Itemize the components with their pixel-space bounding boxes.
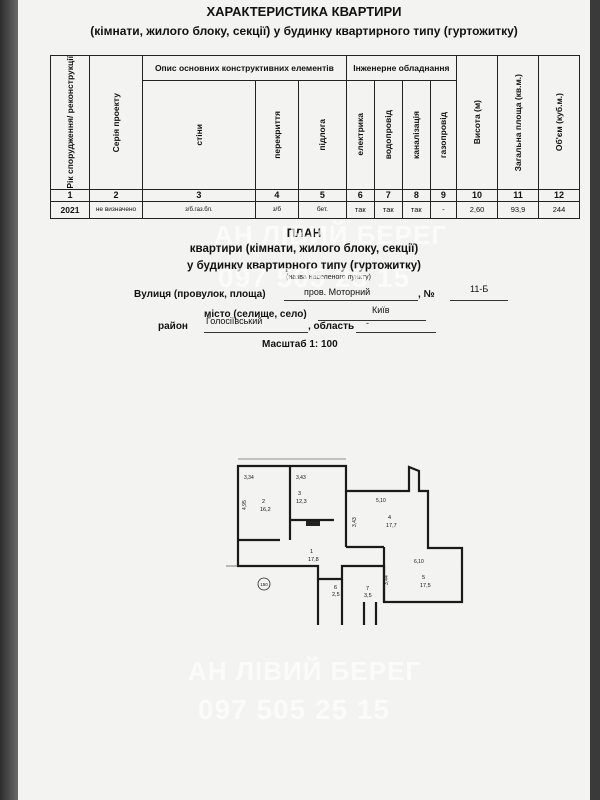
value-area: 93,9: [497, 200, 539, 219]
col-height-header: Висота (м): [456, 55, 498, 190]
dimension-label: 3,43: [352, 517, 358, 527]
value-year: 2021: [50, 200, 90, 219]
dimension-label: 3,43: [296, 475, 306, 481]
col-area-header: Загальна площа (кв.м.): [497, 55, 539, 190]
value-walls: з/б.газ.бл.: [142, 200, 256, 219]
room-area: 17,7: [386, 523, 397, 529]
value-floor: бет.: [298, 200, 347, 219]
street-underline: [284, 300, 418, 301]
values-row: 2021 не визначено з/б.газ.бл. з/б бет. т…: [50, 200, 580, 219]
room-number: 7: [366, 586, 369, 592]
number-label: , №: [418, 289, 435, 300]
plan-subtitle-1: квартири (кімнати, жилого блоку, секції): [189, 243, 419, 255]
value-ceilings: з/б: [254, 200, 300, 219]
room-area: 17,5: [420, 583, 431, 589]
col-walls-header: стіни: [142, 79, 256, 190]
col-sewer-header: каналізація: [401, 79, 431, 190]
city-value: Київ: [372, 305, 390, 315]
district-value: Голосіївський: [206, 316, 263, 326]
fixture-mark: [306, 521, 320, 526]
dimension-label: 3,44: [384, 575, 390, 585]
region-label: , область: [308, 321, 355, 332]
city-underline: [318, 320, 426, 321]
region-underline: [356, 332, 436, 333]
scale-label: Масштаб 1: 100: [262, 339, 338, 350]
value-height: 2,60: [456, 200, 498, 219]
entry-marker: [257, 577, 271, 591]
col-series-header: Серія проекту: [89, 55, 143, 190]
spec-header-row: Рік спорудження/ реконструкції Серія про…: [50, 55, 580, 190]
dimension-label: 3,34: [244, 475, 254, 481]
room-number: 3: [298, 491, 301, 497]
spec-table: Рік спорудження/ реконструкції Серія про…: [50, 55, 580, 219]
room-area: 2,5: [332, 592, 340, 598]
room-labels: 2 16,2 3 12,3 4 17,7 1 17,8 5 17,5 6 2,5…: [260, 491, 431, 599]
plan-note: (назва населеного пункту): [286, 274, 372, 281]
room-number: 2: [262, 499, 265, 505]
outer-wall: [236, 464, 464, 604]
room-number: 6: [334, 585, 337, 591]
watermark-phone: 097 505 25 15: [218, 262, 411, 293]
dimension-labels: 3,34 3,43 4,95 3,43 5,10 6,10 3,44: [242, 475, 424, 585]
room-area: 17,8: [308, 557, 319, 563]
district-label: район: [158, 321, 188, 332]
street-label: Вулиця (провулок, площа): [134, 289, 266, 300]
document-subtitle: (кімнати, жилого блоку, секції) у будинк…: [90, 24, 518, 38]
watermark-phone-bottom: 097 505 25 15: [198, 694, 391, 725]
street-value: пров. Моторний: [304, 287, 371, 297]
col-ceilings-header: перекриття: [254, 79, 300, 190]
watermark-agency-bottom: АН ЛІВИЙ БЕРЕГ: [188, 656, 422, 686]
dimension-label: 5,10: [376, 498, 386, 504]
value-sewer: так: [401, 200, 431, 219]
value-gas: -: [429, 200, 458, 219]
value-volume: 244: [538, 200, 580, 219]
dimension-label: 4,95: [242, 500, 248, 510]
floor-plan: 150 3,34 3,43 4,95 3,43 5,10 6,10 3,44 2…: [226, 458, 464, 625]
plan-subtitle-2: у будинку квартирного типу (гуртожитку): [187, 260, 421, 272]
number-value: 11-Б: [470, 284, 489, 294]
col-floor-header: підлога: [298, 79, 347, 190]
number-underline: [450, 300, 508, 301]
column-number-row: 1 2 3 4 5 6 7 8 9 10 11 12: [50, 188, 580, 202]
watermark-agency: АН ЛІВИЙ БЕРЕГ: [214, 220, 448, 250]
region-value: -: [366, 318, 369, 328]
room-area: 12,3: [296, 499, 307, 505]
value-water: так: [373, 200, 403, 219]
group-structural-header: Опис основних конструктивних елементів: [142, 55, 347, 81]
room-number: 1: [310, 549, 313, 555]
col-water-header: водопровід: [373, 79, 403, 190]
room-area: 3,5: [364, 593, 372, 599]
group-engineering-header: Інженерне обладнання: [345, 55, 458, 81]
room-number: 5: [422, 575, 425, 581]
value-series: не визначено: [89, 200, 143, 219]
room-number: 4: [388, 515, 391, 521]
city-label: місто (селище, село): [204, 309, 307, 320]
col-gas-header: газопровід: [429, 79, 458, 190]
col-electric-header: електрика: [345, 79, 375, 190]
entry-marker-label: 150: [260, 582, 268, 587]
col-volume-header: Об'єм (куб.м.): [538, 55, 580, 190]
page-fold-shadow: [0, 0, 18, 800]
value-electric: так: [345, 200, 375, 219]
document-title: ХАРАКТЕРИСТИКА КВАРТИРИ: [206, 4, 402, 19]
district-underline: [204, 332, 308, 333]
col-year-header: Рік спорудження/ реконструкції: [50, 55, 90, 190]
spec-subheader-row: стіни перекриття підлога електрика водоп…: [51, 79, 580, 190]
dimension-label: 6,10: [414, 559, 424, 565]
plan-title: ПЛАН: [286, 226, 322, 240]
document-sheet: ХАРАКТЕРИСТИКА КВАРТИРИ (кімнати, жилого…: [18, 0, 590, 800]
room-area: 16,2: [260, 507, 271, 513]
